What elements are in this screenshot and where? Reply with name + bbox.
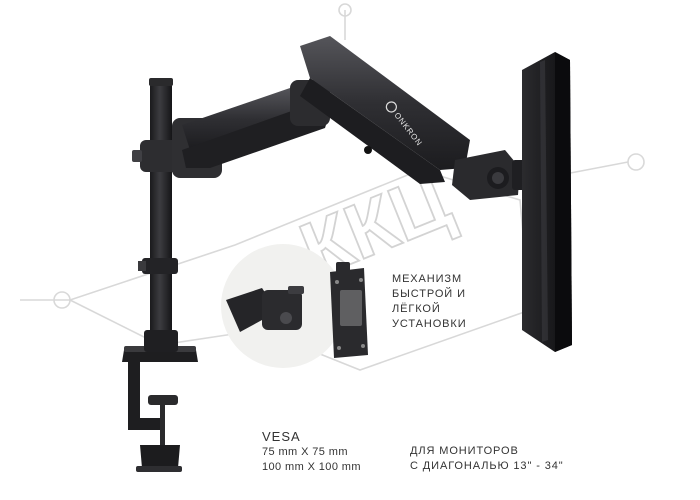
feature-line-2: БЫСТРОЙ И	[392, 288, 466, 300]
monitor-size-spec: ДЛЯ МОНИТОРОВ С ДИАГОНАЛЬЮ 13" - 34"	[410, 444, 564, 474]
feature-line-3: ЛЁГКОЙ	[392, 303, 441, 315]
vesa-heading: VESA	[262, 429, 301, 444]
vesa-spec: VESA 75 mm X 75 mm 100 mm X 100 mm	[262, 428, 361, 475]
vesa-size-1: 75 mm X 75 mm	[262, 446, 348, 458]
vesa-plate	[330, 262, 368, 358]
upper-arm: ONKRON	[300, 36, 470, 184]
feature-caption: МЕХАНИЗМ БЫСТРОЙ И ЛЁГКОЙ УСТАНОВКИ	[392, 272, 467, 332]
watermark-circle-right	[627, 153, 645, 171]
monitor-size-line-1: ДЛЯ МОНИТОРОВ	[410, 445, 519, 457]
feature-line-1: МЕХАНИЗМ	[392, 273, 463, 285]
monitor	[522, 52, 572, 352]
quick-release-inset	[221, 244, 345, 368]
feature-line-4: УСТАНОВКИ	[392, 318, 467, 330]
monitor-size-line-2: С ДИАГОНАЛЬЮ 13" - 34"	[410, 460, 564, 472]
mount-pole	[138, 78, 178, 352]
vesa-size-2: 100 mm X 100 mm	[262, 461, 361, 473]
desk-clamp	[122, 346, 198, 472]
tilt-head	[452, 150, 530, 200]
